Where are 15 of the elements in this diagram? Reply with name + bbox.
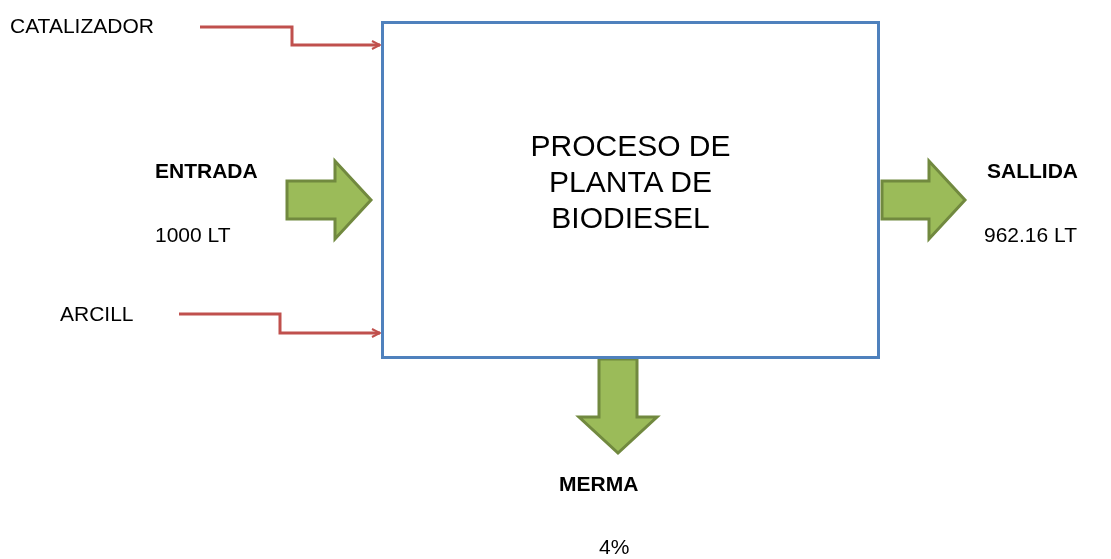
quantity-label: 1000 LT xyxy=(155,223,231,247)
stream-label: MERMA xyxy=(559,472,639,496)
quantity-label: 4% xyxy=(599,535,630,559)
arrow xyxy=(179,312,381,338)
stream-label: ENTRADA xyxy=(155,159,258,183)
arrow xyxy=(200,25,381,50)
block-arrow xyxy=(285,157,374,243)
block-arrow xyxy=(575,357,661,456)
process-label: PROCESO DE PLANTA DE BIODIESEL xyxy=(529,128,732,236)
input-label: ARCILL xyxy=(60,302,134,326)
input-label: CATALIZADOR xyxy=(10,14,154,38)
stream-label: SALLIDA xyxy=(987,159,1078,183)
quantity-label: 962.16 LT xyxy=(984,223,1077,247)
process-box xyxy=(381,21,880,359)
block-arrow xyxy=(880,157,968,243)
